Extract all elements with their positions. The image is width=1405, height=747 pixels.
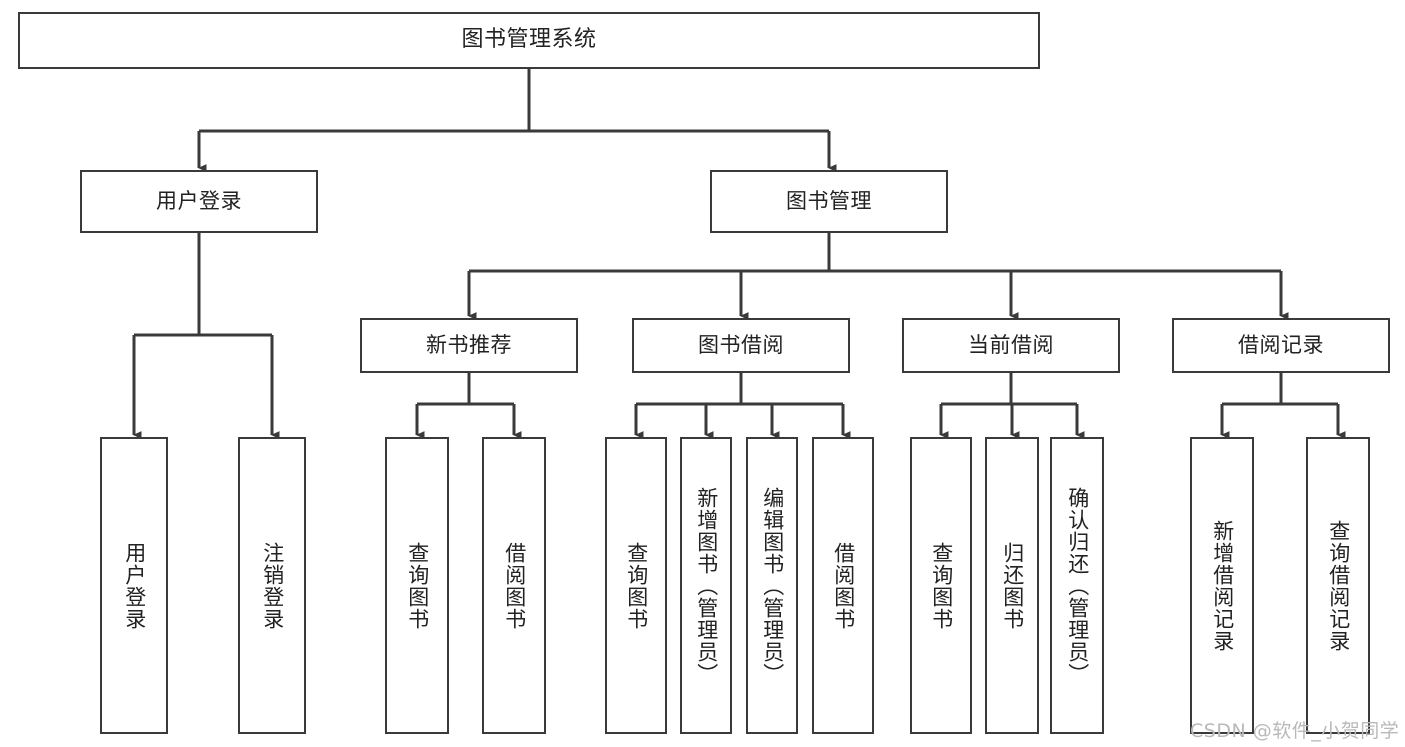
node-label: 查询图书 [405, 541, 430, 630]
node-book-borrow[interactable]: 图书借阅 [632, 318, 850, 373]
node-new-book-rec[interactable]: 新书推荐 [360, 318, 578, 373]
node-leaf-return-book[interactable]: 归还图书 [985, 437, 1039, 734]
node-leaf-logout[interactable]: 注销登录 [238, 437, 306, 734]
node-book-manage[interactable]: 图书管理 [710, 170, 948, 233]
node-leaf-query-record[interactable]: 查询借阅记录 [1306, 437, 1370, 734]
node-label: 归还图书 [1000, 541, 1025, 630]
node-leaf-query-book-rec[interactable]: 查询图书 [385, 437, 449, 734]
node-label: 用户登录 [156, 188, 242, 213]
node-borrow-record[interactable]: 借阅记录 [1172, 318, 1390, 373]
node-label: 借阅图书 [831, 541, 856, 630]
node-leaf-user-login[interactable]: 用户登录 [100, 437, 168, 734]
node-label: 查询图书 [624, 541, 649, 630]
node-label: 编辑图书（管理员） [760, 486, 785, 685]
node-label: 借阅图书 [502, 541, 527, 630]
node-current-borrow[interactable]: 当前借阅 [902, 318, 1120, 373]
node-leaf-confirm-return[interactable]: 确认归还（管理员） [1050, 437, 1104, 734]
node-leaf-borrow-book[interactable]: 借阅图书 [812, 437, 874, 734]
node-label: 借阅记录 [1238, 332, 1324, 357]
node-label: 图书借阅 [698, 332, 784, 357]
node-label: 查询图书 [929, 541, 954, 630]
node-label: 确认归还（管理员） [1065, 486, 1090, 685]
node-label: 新书推荐 [426, 332, 512, 357]
node-label: 图书管理 [786, 188, 872, 213]
connector-lines [132, 69, 1346, 439]
node-leaf-edit-book[interactable]: 编辑图书（管理员） [746, 437, 798, 734]
node-label: 注销登录 [260, 541, 285, 630]
node-label: 图书管理系统 [461, 27, 597, 53]
node-label: 用户登录 [122, 541, 147, 630]
node-leaf-query-book-cur[interactable]: 查询图书 [910, 437, 972, 734]
node-leaf-borrow-book-rec[interactable]: 借阅图书 [482, 437, 546, 734]
node-label: 新增图书（管理员） [694, 486, 719, 685]
node-label: 新增借阅记录 [1210, 519, 1235, 652]
node-user-login[interactable]: 用户登录 [80, 170, 318, 233]
node-leaf-query-book[interactable]: 查询图书 [605, 437, 667, 734]
node-root[interactable]: 图书管理系统 [18, 12, 1040, 69]
node-label: 当前借阅 [968, 332, 1054, 357]
node-leaf-add-book[interactable]: 新增图书（管理员） [680, 437, 732, 734]
node-label: 查询借阅记录 [1326, 519, 1351, 652]
node-leaf-add-record[interactable]: 新增借阅记录 [1190, 437, 1254, 734]
